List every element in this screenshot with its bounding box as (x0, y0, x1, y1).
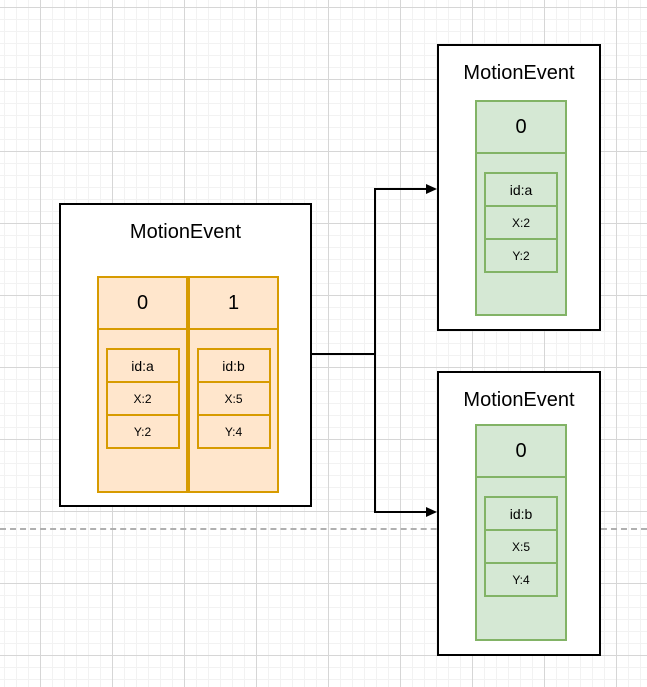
field-cell-id[interactable]: id:a (105, 348, 180, 383)
field-cell-id[interactable]: id:a (484, 172, 558, 207)
box-title: MotionEvent (129, 221, 242, 243)
pointer-table: 0 id:a X:2 Y:2 1 id:b X:5 Y:4 (97, 276, 279, 493)
pointer-fields: id:b X:5 Y:4 (477, 478, 565, 597)
field-cell-id[interactable]: id:b (484, 496, 558, 531)
pointer-table: 0 id:b X:5 Y:4 (475, 424, 567, 641)
connector-to-split-a[interactable] (310, 184, 437, 355)
pointer-index-header: 0 (477, 102, 565, 154)
field-cell-x[interactable]: X:5 (484, 529, 558, 564)
pointer-column-0[interactable]: 0 id:a X:2 Y:2 (97, 276, 188, 493)
field-cell-y[interactable]: Y:2 (484, 238, 558, 273)
box-title: MotionEvent (463, 62, 575, 84)
field-cell-x[interactable]: X:2 (105, 381, 180, 416)
field-cell-x[interactable]: X:5 (196, 381, 271, 416)
pointer-fields: id:a X:2 Y:2 (99, 330, 186, 449)
pointer-index-header: 1 (190, 278, 277, 330)
pointer-fields: id:a X:2 Y:2 (477, 154, 565, 273)
field-cell-y[interactable]: Y:4 (196, 414, 271, 449)
field-cell-id[interactable]: id:b (196, 348, 271, 383)
box-title: MotionEvent (463, 389, 575, 411)
pointer-index-header: 0 (477, 426, 565, 478)
pointer-column-0[interactable]: 0 id:b X:5 Y:4 (475, 424, 567, 641)
motion-event-box-split-b[interactable]: MotionEvent 0 id:b X:5 Y:4 (437, 371, 601, 656)
pointer-table: 0 id:a X:2 Y:2 (475, 100, 567, 316)
motion-event-box-source[interactable]: MotionEvent 0 id:a X:2 Y:2 1 id:b X:5 Y:… (59, 203, 312, 507)
pointer-fields: id:b X:5 Y:4 (190, 330, 277, 449)
connector-to-split-b[interactable] (310, 353, 437, 517)
page-boundary-dashed-line (0, 528, 647, 530)
pointer-column-0[interactable]: 0 id:a X:2 Y:2 (475, 100, 567, 316)
field-cell-x[interactable]: X:2 (484, 205, 558, 240)
field-cell-y[interactable]: Y:2 (105, 414, 180, 449)
pointer-index-header: 0 (99, 278, 186, 330)
motion-event-box-split-a[interactable]: MotionEvent 0 id:a X:2 Y:2 (437, 44, 601, 331)
field-cell-y[interactable]: Y:4 (484, 562, 558, 597)
pointer-column-1[interactable]: 1 id:b X:5 Y:4 (188, 276, 279, 493)
